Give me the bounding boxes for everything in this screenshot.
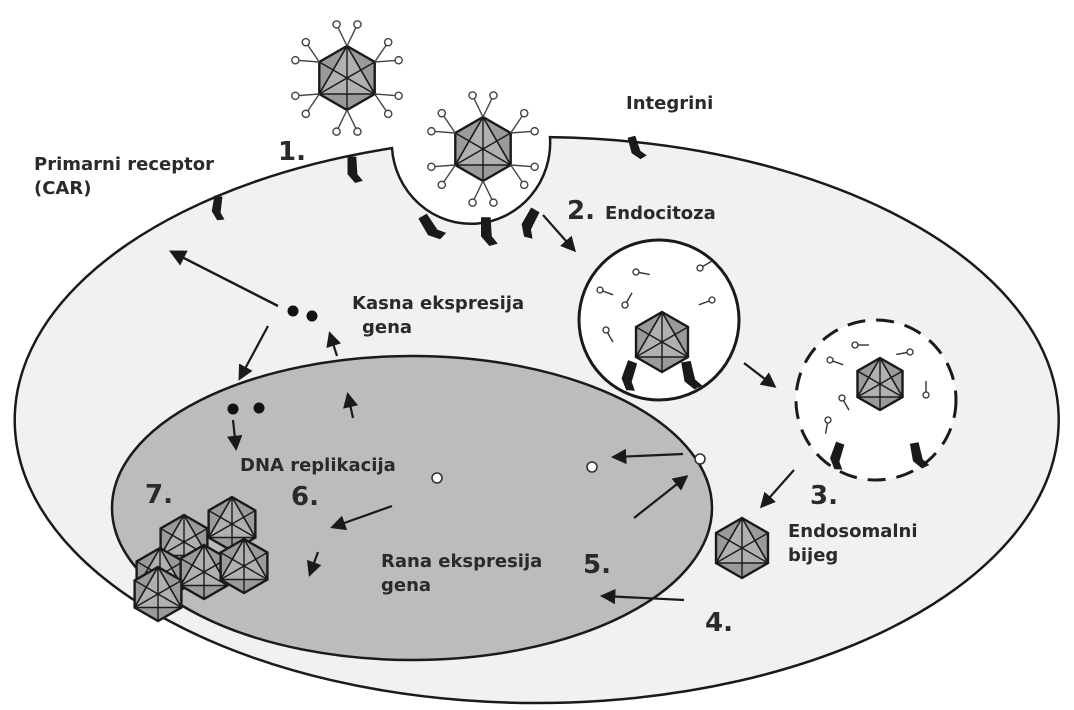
fiber-knob [490,92,497,99]
fiber-knob [292,57,299,64]
dna-dot [288,306,299,317]
fiber-knob [292,92,299,99]
fiber-knob [354,21,361,28]
fiber-knob [428,163,435,170]
dna-dot [695,454,705,464]
fiber-knob [385,110,392,117]
pin-head [923,392,929,398]
label-line: Rana ekspresija [381,550,542,574]
fiber-knob [354,128,361,135]
dna-dot [307,311,318,322]
step-2: 2. [567,196,595,226]
pin-head [852,342,858,348]
label-line: Primarni receptor [34,153,214,177]
dna-dot [587,462,597,472]
fiber-knob [531,163,538,170]
dna-dot [228,404,239,415]
fiber-knob [521,181,528,188]
step-6: 6. [291,482,319,512]
adenovirus-capsid-icon [857,358,902,410]
nucleus [112,356,712,660]
fiber-knob [469,199,476,206]
label-line: (CAR) [34,177,214,201]
step-5: 5. [583,550,611,580]
adenovirus-capsid-icon [292,21,402,135]
fiber-knob [521,110,528,117]
label-line: Endosomalni [788,520,918,544]
pin-head [907,349,914,356]
label-kasna-ekspresija: Kasna ekspresija gena [352,292,524,340]
fiber-knob [395,92,402,99]
pin-head [825,417,832,424]
fiber-knob [438,181,445,188]
label-rana-ekspresija: Rana ekspresija gena [381,550,542,598]
fiber-knob [531,128,538,135]
adenovirus-capsid-icon [135,567,182,621]
fiber-knob [302,39,309,46]
dna-dot [432,473,442,483]
fiber-knob [333,21,340,28]
label-primarni-receptor: Primarni receptor (CAR) [34,153,214,201]
step-4: 4. [705,608,733,638]
fiber-knob [428,128,435,135]
fiber-knob [385,39,392,46]
fiber-knob [302,110,309,117]
label-endosomalni-bijeg: Endosomalni bijeg [788,520,918,568]
fiber-knob [438,110,445,117]
pin-head [633,269,640,276]
adenovirus-capsid-icon [428,92,538,206]
step-1: 1. [278,137,306,167]
label-endocitoza: Endocitoza [605,202,716,226]
step-7: 7. [145,480,173,510]
step-3: 3. [810,481,838,511]
label-line: Kasna ekspresija [352,292,524,316]
fiber-knob [395,57,402,64]
fiber-knob [469,92,476,99]
label-line: bijeg [788,544,918,568]
label-dna-replikacija: DNA replikacija [240,454,396,478]
label-line: gena [352,316,524,340]
dna-dot [254,403,265,414]
label-integrini: Integrini [626,92,713,116]
fiber-knob [490,199,497,206]
adenovirus-capsid-icon [221,539,268,593]
fiber-knob [333,128,340,135]
label-line: gena [381,574,542,598]
